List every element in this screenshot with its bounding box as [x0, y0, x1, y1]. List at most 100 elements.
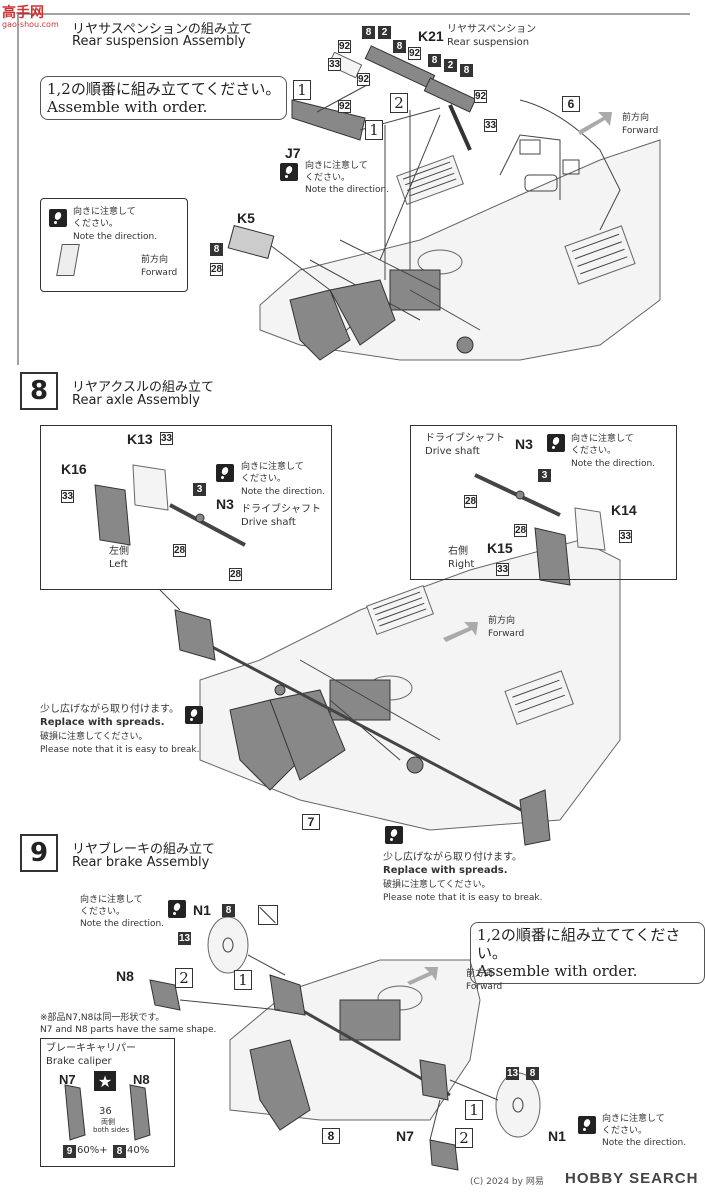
forward-label-en: Forward: [466, 982, 503, 992]
forward-label-jp: 前方向: [488, 616, 516, 626]
n1-note-jp: 向きに注意して ください。: [80, 895, 143, 917]
n1b-note-jp: 向きに注意して ください。: [602, 1114, 665, 1136]
caliper-n8-label: N8: [133, 1072, 150, 1087]
drive-shaft-jp: ドライブシャフト: [425, 433, 505, 444]
direction-inset: 向きに注意して ください。 Note the direction. 前方向 Fo…: [40, 198, 188, 292]
part-7-tag: 7: [302, 814, 320, 830]
step9-title-en: Rear brake Assembly: [72, 855, 210, 870]
part-8-tag: 8: [210, 243, 223, 256]
part-28-tag: 28: [173, 544, 186, 557]
part-3-tag: 3: [193, 483, 206, 496]
k21-desc-en: Rear suspension: [447, 37, 530, 48]
part-92-tag: 92: [338, 100, 351, 113]
caliper-title-jp: ブレーキキャリパー: [46, 1043, 136, 1054]
step7-order-en: Assemble with order.: [47, 98, 208, 116]
part-13-tag: 13: [506, 1067, 519, 1080]
n1b-note-en: Note the direction.: [602, 1138, 687, 1148]
part-28-tag: 28: [514, 524, 527, 537]
break-warning-en: Please note that it is easy to break.: [383, 893, 543, 903]
part-33-tag: 33: [619, 530, 632, 543]
note-icon: [49, 209, 67, 227]
note-icon: [578, 1116, 596, 1134]
step8-title-jp: リヤアクスルの組み立て: [72, 380, 214, 395]
part-n1-label: N1: [193, 902, 211, 918]
order-1-marker: 1: [365, 120, 383, 140]
part-33-tag: 33: [61, 490, 74, 503]
drive-shaft-jp: ドライブシャフト: [241, 504, 321, 515]
right-side-jp: 右側: [448, 546, 468, 557]
order-1-marker: 1: [234, 970, 252, 990]
part-28-tag: 28: [210, 263, 223, 276]
note-icon: [547, 434, 565, 452]
part-33-tag: 33: [496, 563, 509, 576]
order-2-marker: 2: [175, 968, 193, 988]
spread-warning-en: Replace with spreads.: [40, 717, 165, 728]
right-axle-panel: ドライブシャフト Drive shaft N3 向きに注意して ください。 No…: [410, 425, 677, 580]
break-warning-jp: 破損に注意してください。: [40, 732, 148, 742]
part-n3-label: N3: [216, 496, 234, 512]
order-1-marker: 1: [465, 1100, 483, 1120]
color-9-tag: 9: [63, 1145, 76, 1158]
part-k5-label: K5: [237, 210, 255, 226]
part-2-tag: 2: [444, 59, 457, 72]
part-k21-label: K21: [418, 28, 444, 44]
watermark-logo: 高手网 gao-shou.com: [2, 2, 64, 32]
caliper-n7-label: N7: [59, 1072, 76, 1087]
step9-order-box: 1,2の順番に組み立ててください。 Assemble with order.: [470, 922, 705, 984]
left-axle-panel: K13 33 K16 33 向きに注意して ください。 Note the dir…: [40, 425, 332, 590]
inset-forward-jp: 前方向: [141, 255, 169, 265]
forward-label-jp: 前方向: [622, 113, 650, 123]
color-8-tag: 8: [113, 1145, 126, 1158]
part-2-tag: 2: [378, 26, 391, 39]
same-shape-note-jp: ※部品N7,N8は同一形状です。: [40, 1013, 165, 1023]
break-warning-jp: 破損に注意してください。: [383, 880, 491, 890]
part-8-tag: 8: [428, 54, 441, 67]
part-n8-label: N8: [116, 968, 134, 984]
part-8-tag: 8: [460, 64, 473, 77]
step9-order-jp: 1,2の順番に組み立ててください。: [477, 926, 681, 962]
caliper-36-label: 36: [99, 1106, 112, 1117]
color-9-percent: 60%+: [77, 1145, 108, 1156]
left-note-jp: 向きに注意して ください。: [241, 462, 304, 484]
right-side-en: Right: [448, 559, 475, 570]
part-92-tag: 92: [357, 73, 370, 86]
forward-label-en: Forward: [488, 629, 525, 639]
hobby-search-logo: HOBBY SEARCH: [565, 1170, 699, 1187]
part-n7-label: N7: [396, 1128, 414, 1144]
step9-number: 9: [20, 834, 58, 872]
n1-note-en: Note the direction.: [80, 919, 165, 929]
part-k15-label: K15: [487, 540, 513, 556]
order-1-marker: 1: [293, 80, 311, 100]
inset-forward-en: Forward: [141, 268, 178, 278]
watermark-site-url: gao-shou.com: [2, 20, 59, 29]
step9-order-en: Assemble with order.: [477, 962, 638, 980]
j7-note-en: Note the direction.: [305, 185, 390, 195]
part-8-tag: 8: [322, 1128, 340, 1144]
left-note-en: Note the direction.: [241, 487, 326, 497]
part-n1-label: N1: [548, 1128, 566, 1144]
part-6-tag: 6: [562, 96, 580, 112]
same-shape-note-en: N7 and N8 parts have the same shape.: [40, 1025, 217, 1035]
part-8-tag: 8: [393, 40, 406, 53]
step7-title-jp: リヤサスペンションの組み立て: [72, 22, 253, 37]
drive-shaft-en: Drive shaft: [425, 446, 480, 457]
break-warning-en: Please note that it is easy to break.: [40, 745, 200, 755]
copyright-text: (C) 2024 by 网易: [470, 1177, 544, 1187]
order-2-marker: 2: [455, 1128, 473, 1148]
part-3-tag: 3: [538, 469, 551, 482]
brake-caliper-panel: ブレーキキャリパー Brake caliper N7 ★ N8 36 両側 bo…: [40, 1038, 175, 1167]
step9-title-jp: リヤブレーキの組み立て: [72, 842, 216, 857]
part-92-tag: 92: [338, 40, 351, 53]
part-8-tag: 8: [362, 26, 375, 39]
part-33-tag: 33: [484, 119, 497, 132]
star-icon: ★: [94, 1071, 116, 1091]
part-8-tag: 8: [526, 1067, 539, 1080]
forward-label-jp: 前方向: [466, 969, 494, 979]
no-paint-icon: [258, 905, 278, 925]
part-j7-label: J7: [285, 145, 301, 161]
part-92-tag: 92: [408, 47, 421, 60]
color-8-percent: 40%: [127, 1145, 150, 1156]
inset-note-jp: 向きに注意して ください。: [73, 207, 136, 229]
order-2-marker: 2: [390, 93, 408, 113]
note-icon: [168, 900, 186, 918]
